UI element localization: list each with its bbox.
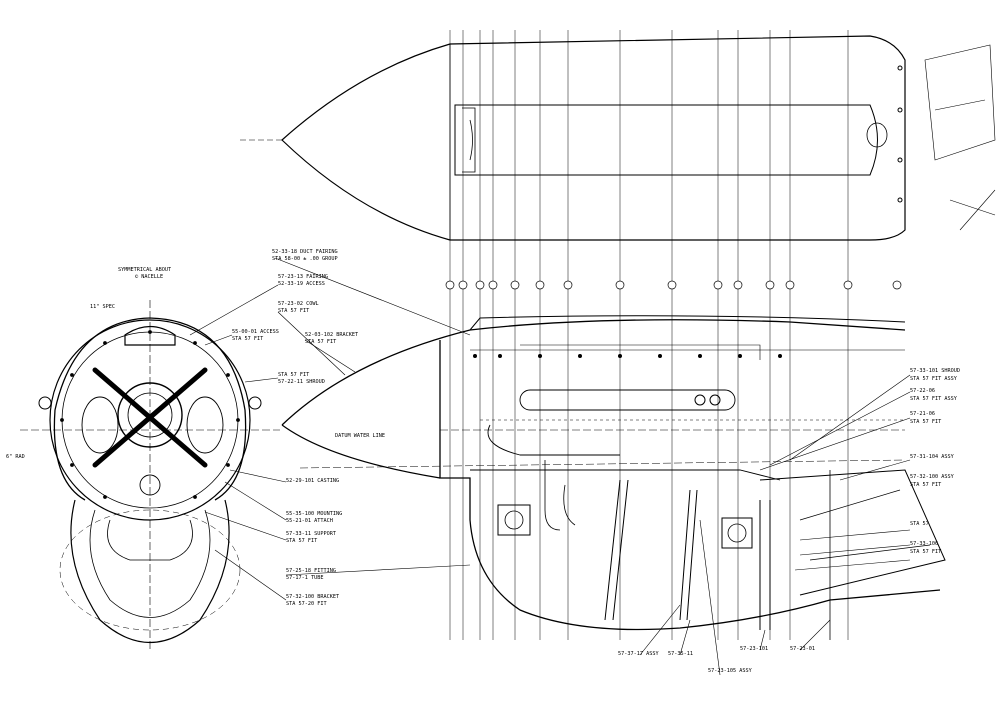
- callout-15: 55-21-01 ATTACH: [286, 518, 333, 524]
- callout-18: 57-25-18 FITTING: [286, 568, 336, 574]
- callout-24: 57-22-06: [910, 388, 935, 394]
- station-lines: [449, 30, 849, 640]
- callout-30: STA 57 FIT: [910, 482, 941, 488]
- callout-21: STA 57-20 FIT: [286, 601, 327, 607]
- top-plan-view: [240, 35, 906, 241]
- callout-25: STA 57 FIT ASSY: [910, 396, 958, 402]
- callout-16: 57-33-11 SUPPORT: [286, 531, 336, 537]
- callout-22: 57-33-101 SHROUD: [910, 368, 960, 374]
- callout-10: STA 57 FIT: [305, 339, 336, 345]
- callout-38: 57-23-01: [790, 646, 815, 652]
- callout-2: STA 58-00 ± .00 GROUP: [272, 256, 338, 262]
- waterline-label: DATUM WATER LINE: [335, 433, 385, 439]
- front-label-left: 6" RAD: [6, 454, 25, 460]
- corner-detail-sketch: [924, 44, 996, 231]
- callout-11: STA 57 FIT: [278, 372, 309, 378]
- callout-5: 57-23-02 COWL: [278, 301, 319, 307]
- callout-13: 52-29-101 CASTING: [286, 478, 339, 484]
- callout-6: STA 57 FIT: [278, 308, 309, 314]
- callout-12: 57-22-11 SHROUD: [278, 379, 325, 385]
- callout-27: STA 57 FIT: [910, 419, 941, 425]
- front-view: [20, 300, 280, 650]
- callout-32: 57-33-106: [910, 541, 938, 547]
- callout-23: STA 57 FIT ASSY: [910, 376, 958, 382]
- callout-17: STA 57 FIT: [286, 538, 317, 544]
- leader-lines: [189, 257, 911, 676]
- callout-1: 52-33-18 DUCT FAIRING: [272, 249, 338, 255]
- callout-33: STA 57 FIT: [910, 549, 941, 555]
- callout-29: 57-32-100 ASSY: [910, 474, 955, 480]
- callout-9: 52-03-102 BRACKET: [305, 332, 358, 338]
- front-view-title-line1: SYMMETRICAL ABOUT: [118, 267, 171, 273]
- callout-20: 57-32-100 BRACKET: [286, 594, 339, 600]
- callout-35: 57-35-11: [668, 651, 693, 657]
- station-markers: [445, 280, 902, 290]
- callout-31: STA 57: [910, 521, 929, 527]
- callout-34: 57-37-17 ASSY: [618, 651, 659, 657]
- callout-4: 52-33-19 ACCESS: [278, 281, 325, 287]
- callout-labels: 52-33-18 DUCT FAIRING STA 58-00 ± .00 GR…: [232, 249, 960, 674]
- side-elevation-view: [281, 315, 946, 640]
- callout-7: 55-00-01 ACCESS: [232, 329, 279, 335]
- callout-28: 57-31-104 ASSY: [910, 454, 955, 460]
- callout-8: STA 57 FIT: [232, 336, 263, 342]
- callout-14: 55-35-100 MOUNTING: [286, 511, 342, 517]
- callout-26: 57-21-06: [910, 411, 935, 417]
- callout-3: 57-23-13 FAIRING: [278, 274, 328, 280]
- front-view-title: SYMMETRICAL ABOUT © NACELLE: [118, 267, 171, 280]
- callout-37: 57-23-101: [740, 646, 768, 652]
- callout-36: 57-23-105 ASSY: [708, 668, 753, 674]
- front-view-title-line2: © NACELLE: [135, 274, 163, 280]
- callout-19: 57-17-1 TUBE: [286, 575, 323, 581]
- front-label-top: 11" SPEC: [90, 304, 115, 310]
